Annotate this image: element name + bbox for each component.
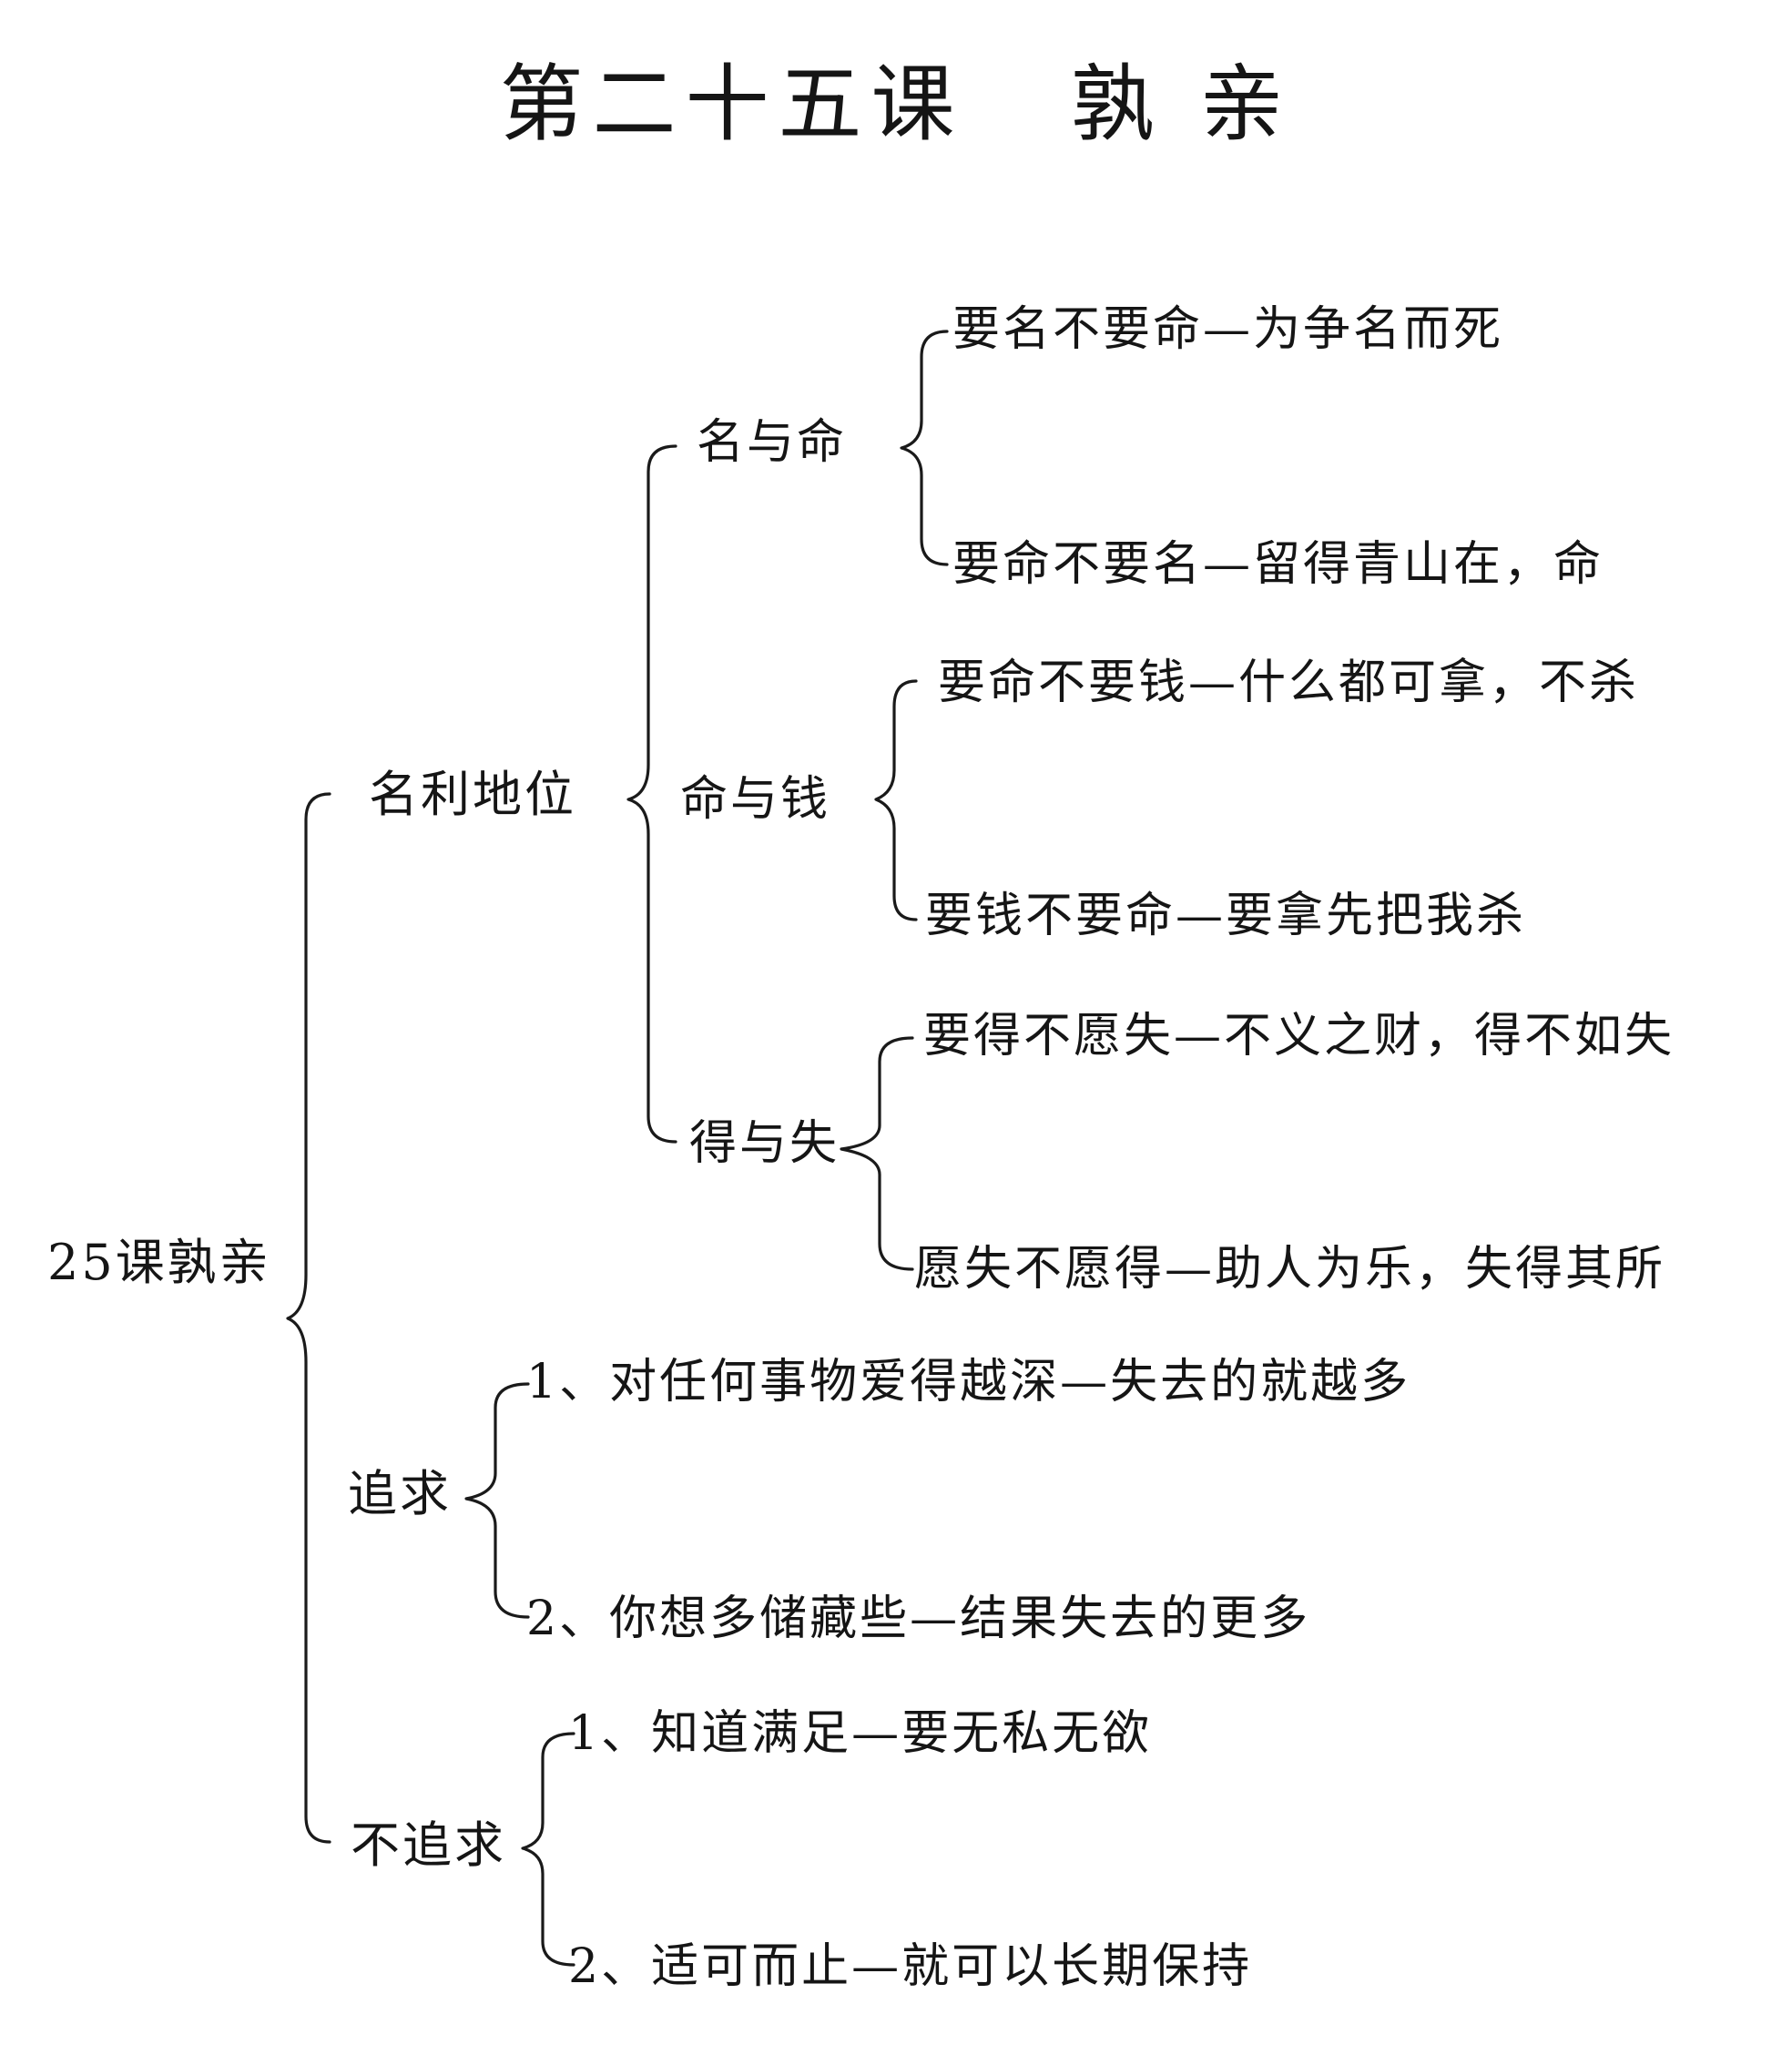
bracket-mingli (626, 444, 677, 1144)
leaf-mingyuqian-1: 要命不要钱—什么都可拿，不杀 (938, 656, 1640, 710)
bracket-mingyuming (900, 330, 949, 566)
bracket-zhuiqiu (464, 1382, 530, 1619)
leaf-deyushi-2: 愿失不愿得—助人为乐，失得其所 (914, 1242, 1666, 1297)
node-mingyuming: 名与命 (697, 415, 848, 470)
leaf-buzhuiqiu-1: 1、知道满足—要无私无欲 (568, 1706, 1153, 1761)
page-title: 第二十五课 孰 亲 (499, 56, 1293, 153)
leaf-mingyuqian-2: 要钱不要命—要拿先把我杀 (925, 889, 1527, 943)
node-root: 25课孰亲 (47, 1234, 271, 1291)
leaf-zhuiqiu-1: 1、对任何事物爱得越深—失去的就越多 (526, 1355, 1411, 1409)
bracket-mingyuqian (874, 679, 918, 921)
leaf-deyushi-1: 要得不愿失—不义之财，得不如失 (923, 1009, 1675, 1063)
node-buzhuiqiu: 不追求 (351, 1816, 506, 1874)
node-deyushi: 得与失 (689, 1116, 840, 1171)
bracket-deyushi (840, 1036, 914, 1271)
leaf-mingyuming-1: 要名不要命—为争名而死 (952, 302, 1504, 357)
bracket-root (286, 792, 331, 1844)
leaf-mingyuming-2: 要命不要名—留得青山在，命 (952, 537, 1604, 592)
node-mingyuqian: 命与钱 (680, 772, 831, 827)
node-zhuiqiu: 追求 (348, 1465, 452, 1522)
leaf-buzhuiqiu-2: 2、适可而止—就可以长期保持 (568, 1939, 1253, 1994)
bracket-buzhuiqiu (521, 1732, 575, 1967)
leaf-zhuiqiu-2: 2、你想多储藏些—结果失去的更多 (526, 1592, 1311, 1646)
node-mingli: 名利地位 (369, 766, 576, 823)
